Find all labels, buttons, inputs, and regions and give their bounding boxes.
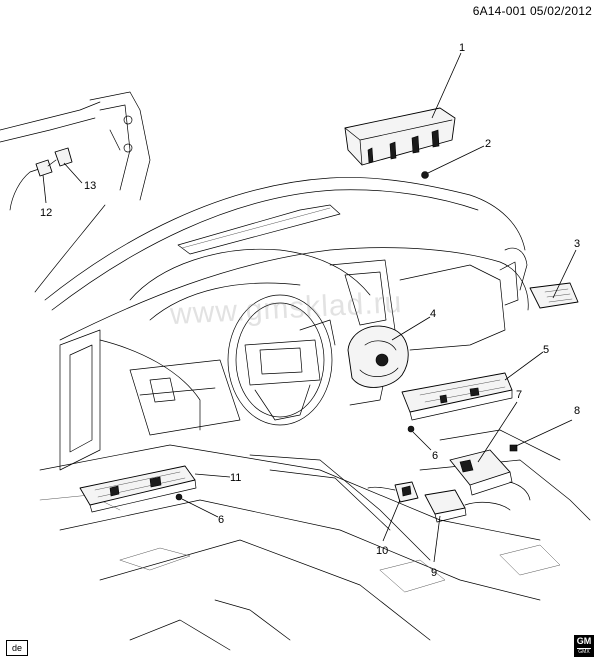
gm-logo-sub: GMX — [578, 649, 590, 655]
part-1-instrument-panel-airbag — [344, 107, 456, 166]
part-9-module — [424, 489, 511, 523]
part-5-control-module — [401, 372, 513, 421]
diagram-header: 6A14-001 05/02/2012 — [473, 4, 592, 18]
language-badge[interactable]: de — [6, 640, 28, 656]
part-2-fastener — [421, 171, 429, 179]
callout-8: 8 — [574, 405, 580, 417]
callout-5: 5 — [543, 344, 549, 356]
callout-6a: 6 — [432, 450, 438, 462]
part-4-steering-wheel-airbag — [347, 325, 409, 388]
gm-logo-text: GM — [576, 636, 592, 646]
callout-4: 4 — [430, 308, 436, 320]
callout-7: 7 — [516, 389, 522, 401]
part-8-nut — [509, 444, 518, 452]
callout-1: 1 — [459, 42, 465, 54]
callout-11: 11 — [230, 472, 241, 484]
diagram-code: 6A14-001 — [472, 4, 527, 18]
part-6-fasteners — [175, 425, 415, 501]
callout-12: 12 — [40, 207, 52, 219]
gm-logo: GM GMX — [574, 635, 594, 657]
part-7-sensor-module — [449, 449, 531, 501]
callout-9: 9 — [431, 567, 437, 579]
part-10-connector-harness — [367, 481, 419, 503]
callout-6b: 6 — [218, 514, 224, 526]
callout-3: 3 — [574, 238, 580, 250]
leader-lines — [42, 52, 577, 563]
vehicle-interior-lineart — [0, 91, 591, 651]
callout-numbers: 1 2 3 4 5 6 6 8 7 9 10 11 12 13 — [40, 42, 580, 579]
gm-logo-underline — [577, 648, 591, 649]
callout-13: 13 — [84, 180, 96, 192]
part-11-control-module — [79, 465, 197, 513]
part-12-13-inset-harness — [9, 147, 73, 211]
callout-10: 10 — [376, 545, 388, 557]
callout-2: 2 — [485, 138, 491, 150]
diagram-date: 05/02/2012 — [529, 4, 592, 18]
